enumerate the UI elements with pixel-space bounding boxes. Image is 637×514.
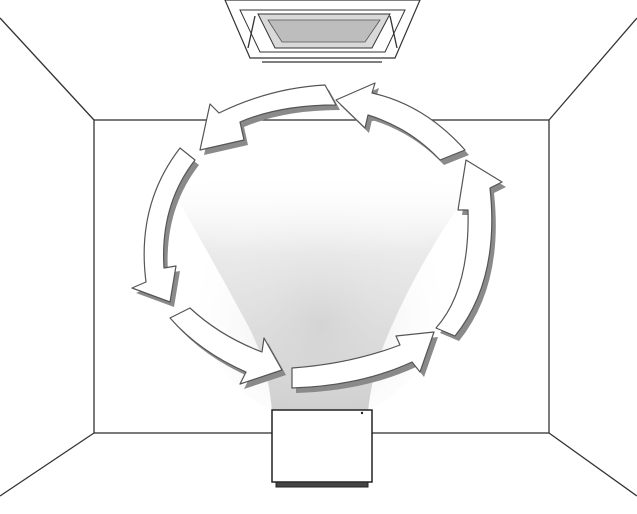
cassette-louver-left: [247, 15, 256, 49]
ceiling-edge-left: [0, 17, 95, 121]
floor-unit-indicator: [360, 411, 364, 415]
circulation-arrow-5: [169, 307, 286, 389]
circulation-arrow-6: [131, 147, 199, 307]
floor-edge-right: [548, 432, 637, 497]
circulation-arrow-2: [335, 82, 469, 165]
circulation-arrow-3: [435, 159, 506, 341]
cassette-louver-right: [389, 15, 398, 49]
floor-unit-icon: [271, 409, 373, 483]
ceiling-cassette-unit: [224, 0, 421, 63]
floor-unit: [271, 409, 373, 488]
floor-edge-left: [0, 432, 95, 497]
circulation-arrows: [131, 82, 506, 393]
cassette-grille-inner: [267, 19, 381, 43]
circulation-arrow-4: [291, 331, 438, 393]
circulation-arrow-1: [199, 84, 340, 155]
ceiling-edge-right: [548, 17, 637, 121]
floor-unit-base: [275, 481, 369, 488]
